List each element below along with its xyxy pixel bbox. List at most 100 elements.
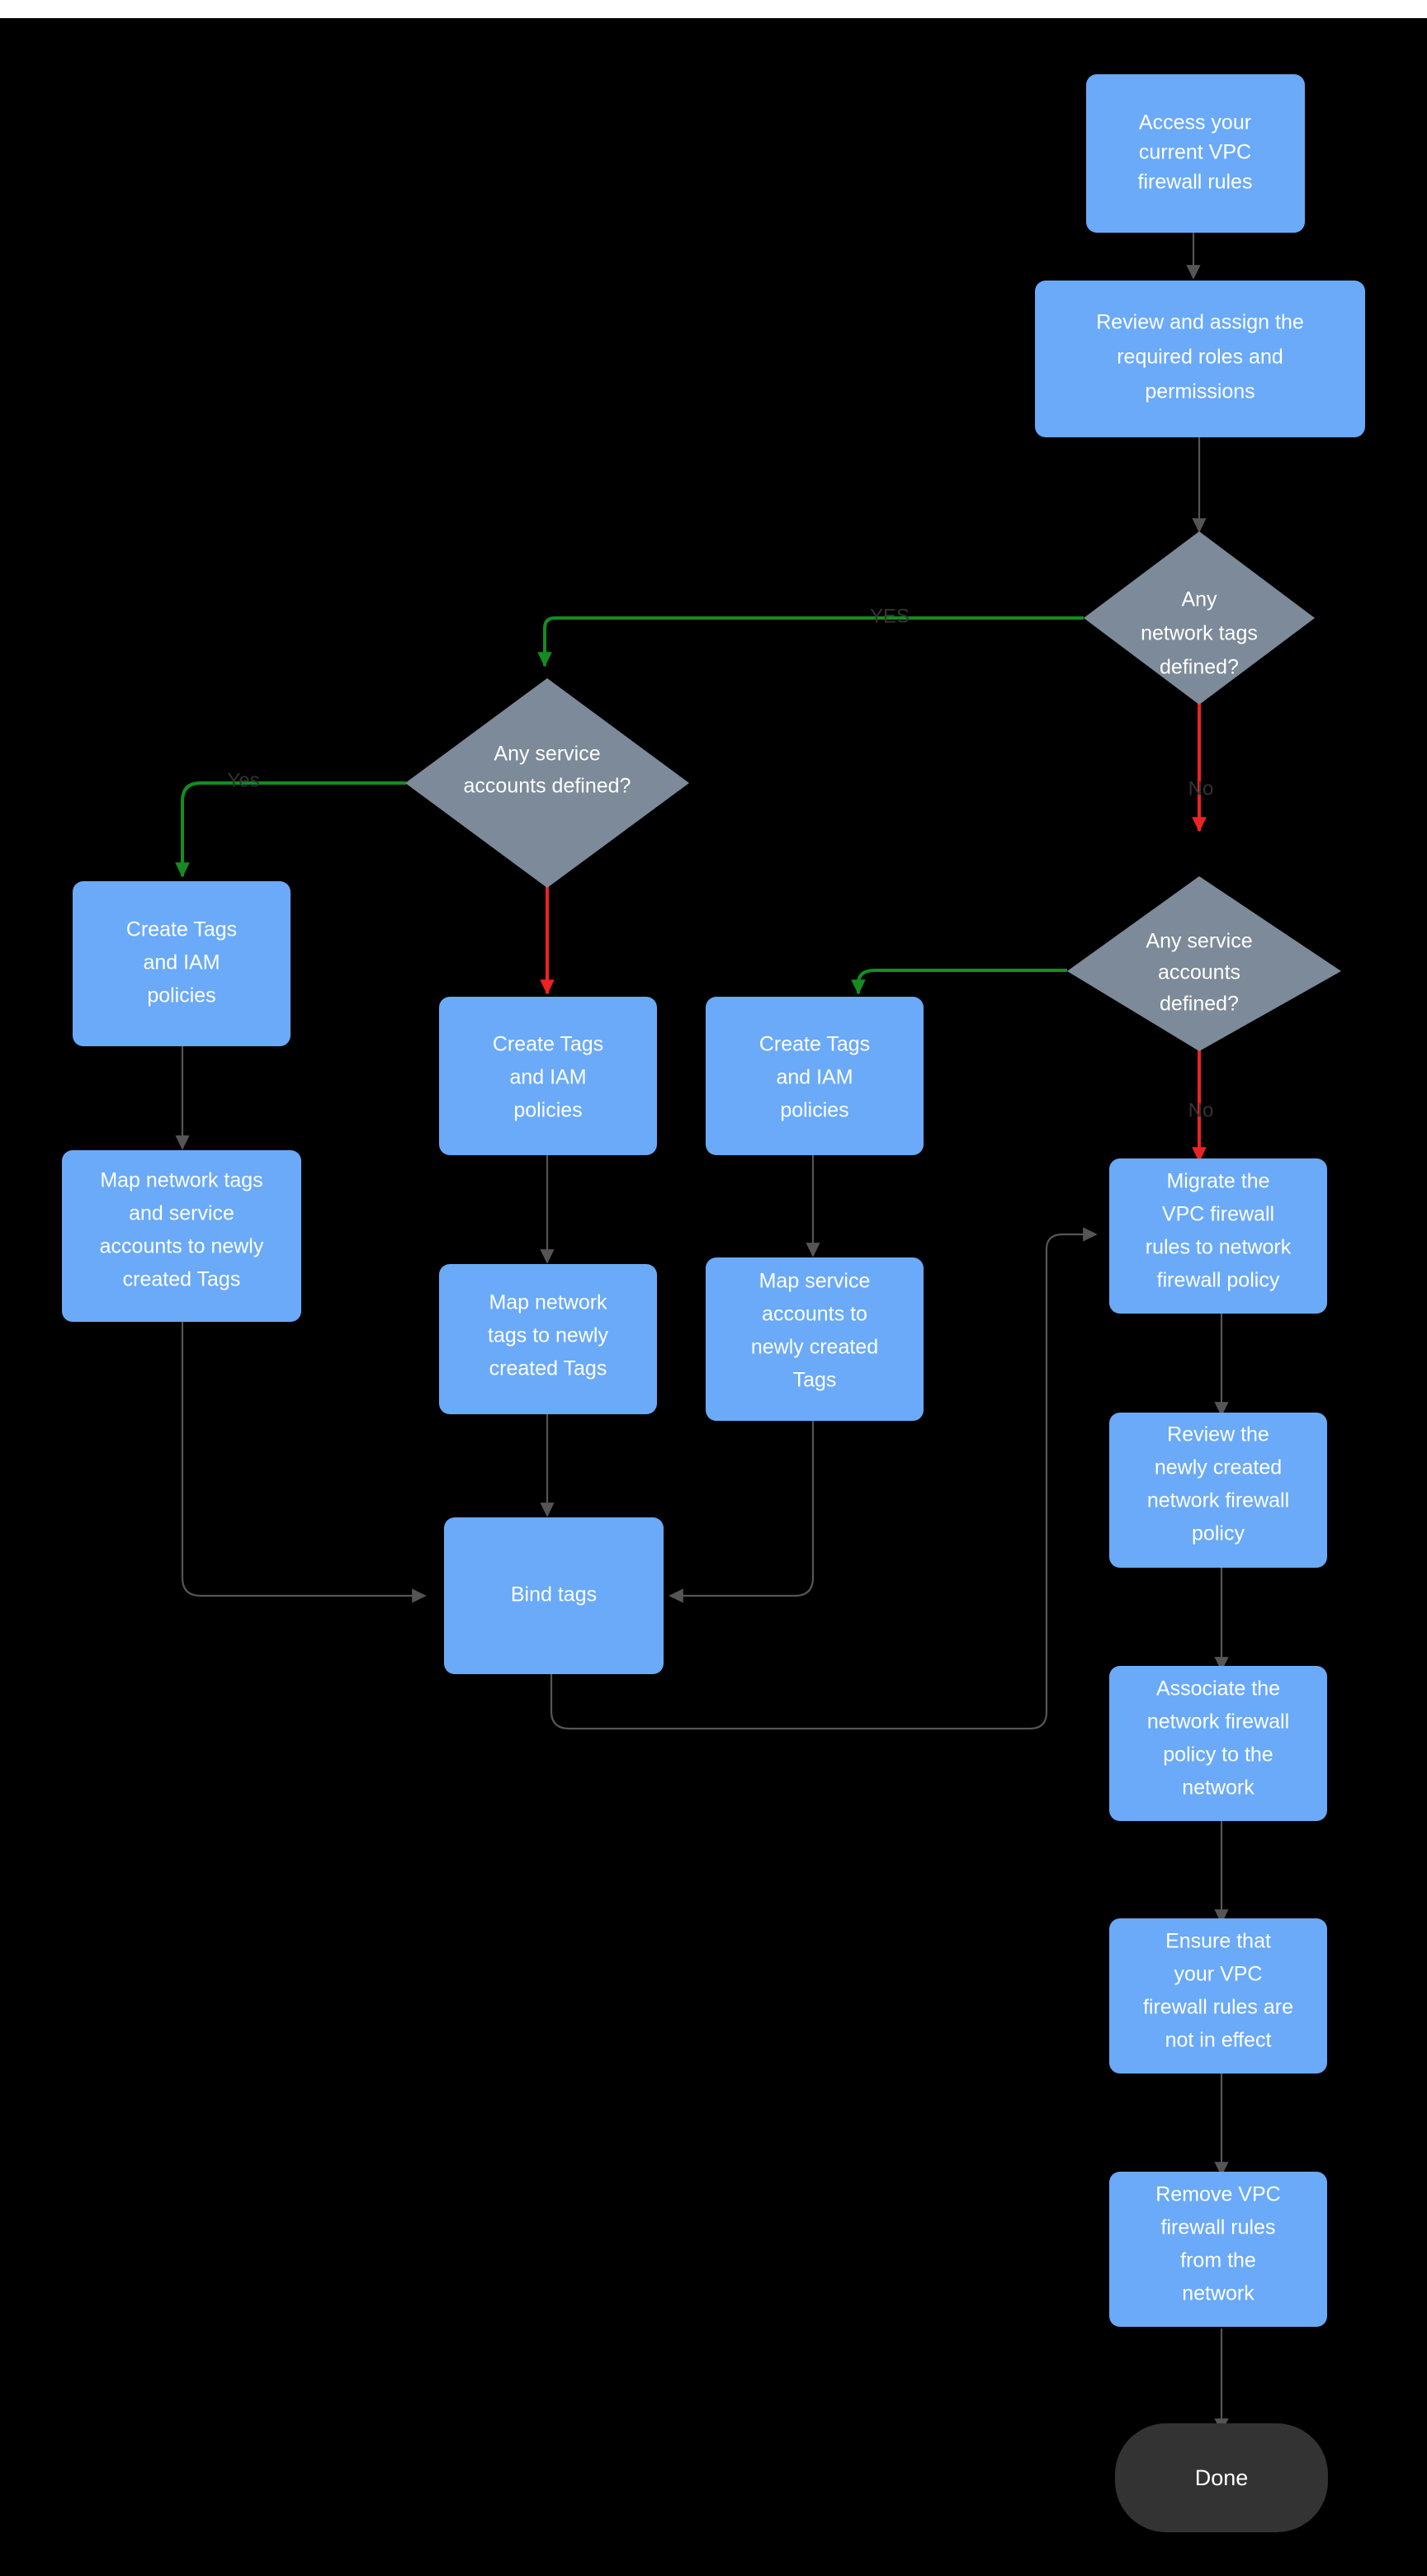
edge-service-right-yes-to-create-tags-right [851, 969, 1067, 995]
node-text-line: Create Tags [493, 1033, 603, 1056]
node-shape[interactable] [1035, 281, 1365, 437]
node-text-line: network [1182, 2282, 1255, 2305]
node-text-line: Done [1195, 2465, 1249, 2490]
node-text-line: Create Tags [759, 1033, 870, 1056]
node-text-line: newly created [751, 1336, 878, 1359]
node-shape[interactable] [439, 997, 657, 1155]
node-shape[interactable] [1109, 2172, 1327, 2327]
node-shape[interactable] [1109, 1413, 1327, 1568]
node-shape[interactable] [1067, 876, 1341, 1051]
node-text-line: from the [1180, 2249, 1256, 2272]
node-text-line: policies [513, 1099, 582, 1122]
node-text-line: Tags [793, 1369, 837, 1392]
node-text-line: Any [1181, 588, 1217, 611]
node-text-line: current VPC [1139, 141, 1251, 164]
node-text-line: Review the [1167, 1423, 1269, 1446]
edge-bind-tags-to-migrate [550, 1227, 1098, 1730]
node-text-line: network tags [1141, 622, 1258, 645]
node-text-line: rules to network [1146, 1236, 1292, 1259]
flowchart-svg: YES No Yes No Access your current VPC fi… [62, 74, 1365, 2532]
node-text-line: accounts to [762, 1303, 867, 1326]
node-create-tags-iam-policies-middle[interactable]: Create Tags and IAM policies [439, 997, 657, 1155]
node-text-line: and service [129, 1202, 234, 1225]
node-text-line: Remove VPC [1155, 2183, 1280, 2206]
node-text-line: permissions [1145, 380, 1255, 403]
decision-any-service-accounts-defined-right[interactable]: Any service accounts defined? [1067, 876, 1341, 1051]
node-review-new-firewall-policy[interactable]: Review the newly created network firewal… [1109, 1413, 1327, 1568]
edge-map-left-to-bind-tags [181, 1320, 427, 1603]
node-map-network-tags-and-service-accounts[interactable]: Map network tags and service accounts to… [62, 1150, 301, 1322]
node-text-line: Map network [489, 1291, 607, 1314]
node-text-line: firewall rules [1161, 2216, 1276, 2239]
node-text-line: policies [780, 1099, 848, 1122]
edge-label-yes-service-accounts: Yes [227, 769, 259, 791]
node-shape[interactable] [706, 997, 924, 1155]
node-text-line: Any service [494, 743, 600, 766]
node-shape[interactable] [1109, 1918, 1327, 2074]
node-shape[interactable] [1109, 1158, 1327, 1314]
edge-service-yes-to-create-tags-left [175, 781, 406, 878]
edge-label-no-network-tags: No [1188, 777, 1214, 800]
node-done-terminal[interactable]: Done [1115, 2423, 1328, 2532]
node-access-vpc-firewall-rules[interactable]: Access your current VPC firewall rules [1086, 74, 1305, 233]
node-shape[interactable] [73, 881, 291, 1046]
node-text-line: defined? [1160, 993, 1239, 1016]
node-shape[interactable] [706, 1257, 924, 1421]
decision-any-service-accounts-defined-left[interactable]: Any service accounts defined? [405, 678, 689, 888]
edge-tags-yes-to-service-accounts [537, 616, 1084, 668]
node-text-line: and IAM [776, 1066, 853, 1089]
node-remove-vpc-rules-from-network[interactable]: Remove VPC firewall rules from the netwo… [1109, 2172, 1327, 2327]
node-migrate-vpc-rules-to-policy[interactable]: Migrate the VPC firewall rules to networ… [1109, 1158, 1327, 1314]
node-text-line: and IAM [143, 951, 220, 974]
node-text-line: accounts defined? [464, 775, 631, 798]
node-text-line: policy to the [1163, 1743, 1273, 1767]
node-associate-policy-to-network[interactable]: Associate the network firewall policy to… [1109, 1666, 1327, 1821]
node-shape[interactable] [1086, 74, 1305, 233]
node-map-network-tags-to-new-tags[interactable]: Map network tags to newly created Tags [439, 1264, 657, 1414]
edge-labels-layer: YES No Yes No [227, 605, 1213, 1121]
node-map-service-accounts-to-new-tags[interactable]: Map service accounts to newly created Ta… [706, 1257, 924, 1421]
node-text-line: created Tags [489, 1357, 607, 1380]
node-text-line: defined? [1160, 656, 1239, 679]
node-text-line: and IAM [509, 1066, 586, 1089]
node-text-line: accounts [1158, 961, 1240, 984]
node-text-line: your VPC [1174, 1963, 1263, 1986]
node-text-line: Access your [1139, 111, 1251, 134]
node-text-line: Create Tags [126, 918, 237, 941]
node-text-line: Associate the [1156, 1677, 1280, 1701]
node-text-line: Map network tags [100, 1169, 262, 1192]
node-text-line: network [1182, 1776, 1255, 1800]
node-shape[interactable] [1109, 1666, 1327, 1821]
node-shape[interactable] [444, 1517, 664, 1674]
diagram-stage: YES No Yes No Access your current VPC fi… [0, 18, 1427, 2576]
node-text-line: accounts to newly [100, 1235, 264, 1258]
node-review-assign-roles-permissions[interactable]: Review and assign the required roles and… [1035, 281, 1365, 437]
node-text-line: firewall policy [1157, 1269, 1280, 1292]
node-text-line: Migrate the [1166, 1170, 1269, 1193]
node-text-line: newly created [1155, 1456, 1282, 1479]
node-text-line: policies [147, 984, 215, 1007]
node-ensure-vpc-rules-not-in-effect[interactable]: Ensure that your VPC firewall rules are … [1109, 1918, 1327, 2074]
node-text-line: firewall rules [1138, 171, 1253, 194]
node-shape[interactable] [439, 1264, 657, 1414]
node-text-line: policy [1192, 1522, 1245, 1545]
node-shape[interactable] [62, 1150, 301, 1322]
nodes-layer: Access your current VPC firewall rules R… [62, 74, 1365, 2532]
node-text-line: firewall rules are [1143, 1996, 1293, 2019]
node-text-line: Ensure that [1165, 1930, 1271, 1953]
node-text-line: not in effect [1165, 2029, 1272, 2052]
node-text-line: Review and assign the [1096, 311, 1304, 334]
node-text-line: tags to newly [488, 1324, 608, 1347]
node-shape[interactable] [1115, 2423, 1328, 2532]
node-shape[interactable] [1084, 531, 1315, 705]
node-create-tags-iam-policies-right[interactable]: Create Tags and IAM policies [706, 997, 924, 1155]
edges-layer [175, 231, 1229, 2433]
node-text-line: required roles and [1117, 346, 1283, 369]
edge-map-right-to-bind-tags [669, 1421, 815, 1603]
node-text-line: VPC firewall [1162, 1203, 1274, 1226]
node-create-tags-iam-policies-left[interactable]: Create Tags and IAM policies [73, 881, 291, 1046]
node-shape[interactable] [405, 678, 689, 888]
node-bind-tags[interactable]: Bind tags [444, 1517, 664, 1674]
decision-any-network-tags-defined[interactable]: Any network tags defined? [1084, 531, 1315, 705]
